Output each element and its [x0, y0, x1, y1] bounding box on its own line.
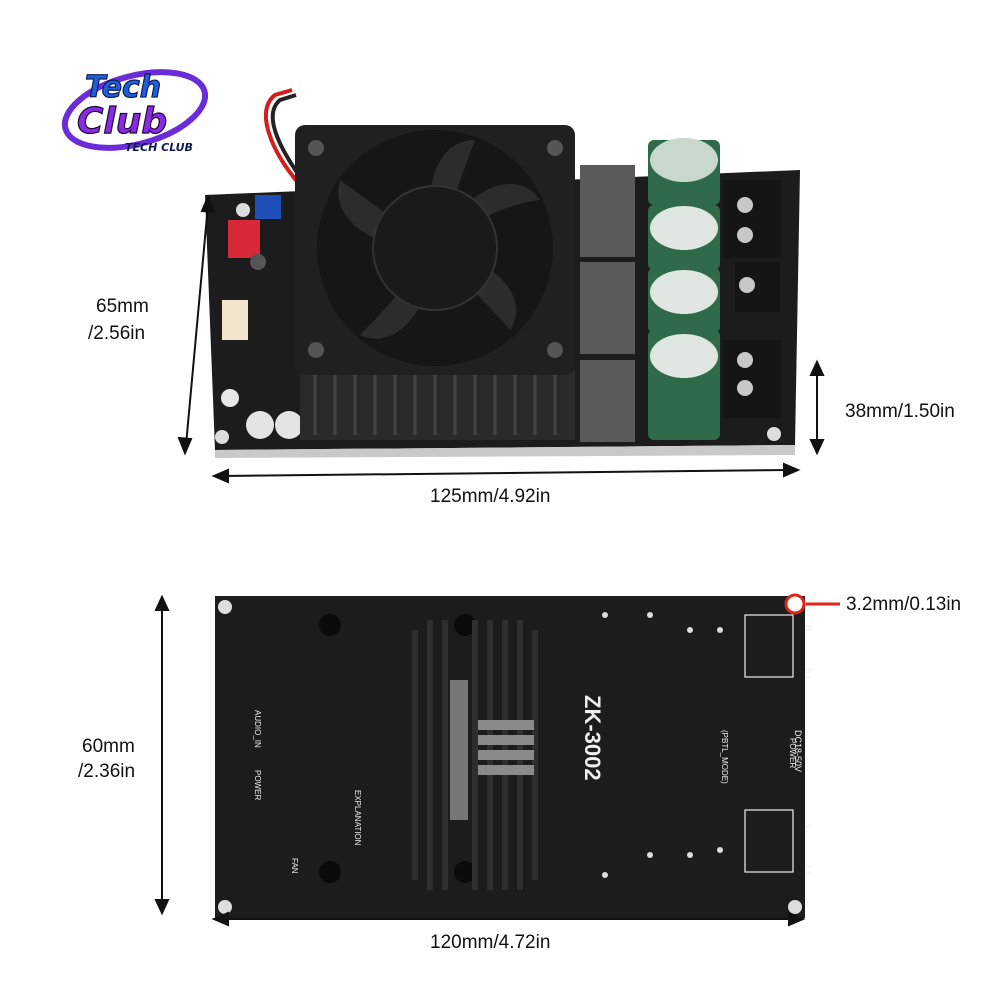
small-capacitor	[275, 411, 303, 439]
pcb-edge	[215, 445, 795, 458]
hole-marker	[784, 593, 806, 615]
logo-sub: TECH CLUB	[125, 141, 193, 154]
bottom-height-mm: 60mm	[82, 736, 135, 757]
hole-diameter: 3.2mm/0.13in	[846, 594, 962, 615]
pbtl-mode-label: (PBTL_MODE)	[720, 730, 729, 784]
top-width: 125mm/4.92in	[430, 486, 551, 507]
top-height-mm: 65mm	[96, 296, 149, 317]
explanation-label: EXPLANATION	[353, 790, 362, 846]
fan-hub	[372, 185, 498, 311]
heatsink	[300, 370, 575, 440]
bottom-width: 120mm/4.72in	[430, 932, 551, 953]
thermal-pad	[450, 680, 468, 820]
bottom-board-photo: ZK-3002 AUDIO_IN POWER EXPLANATION (PBTL…	[154, 593, 840, 927]
bottom-height-in: /2.36in	[78, 761, 136, 782]
top-dimension-arrows	[177, 194, 825, 484]
power-label: POWER	[253, 770, 262, 800]
model-label: ZK-3002	[580, 695, 605, 781]
logo-line2: Club	[77, 101, 167, 142]
inductors	[580, 165, 635, 442]
capacitors	[648, 138, 720, 440]
input-connector	[222, 300, 248, 340]
trim-pot	[255, 195, 281, 219]
power-input-label: POWER	[788, 738, 797, 768]
l-plus-label: L+	[803, 865, 813, 875]
bottom-dimension-arrows	[154, 594, 806, 927]
l-minus-label: L-	[803, 825, 813, 833]
r-plus-label: R+	[803, 668, 813, 680]
small-capacitor	[221, 389, 239, 407]
dip-switch	[228, 220, 260, 258]
red-wire	[264, 88, 302, 187]
small-capacitor	[250, 254, 266, 270]
logo-line1: Tech	[85, 70, 161, 105]
tech-club-logo: Tech Club TECH CLUB	[55, 55, 215, 165]
dc-range-label: DC18-50V	[793, 730, 803, 772]
component-height: 38mm/1.50in	[845, 401, 955, 422]
audio-in-label: AUDIO_IN	[253, 710, 262, 748]
r-minus-label: R-	[803, 625, 813, 635]
screw-terminals	[722, 180, 782, 418]
small-capacitor	[246, 411, 274, 439]
fan-label: FAN	[290, 858, 299, 874]
top-height-in: /2.56in	[88, 323, 146, 344]
top-board-photo	[177, 88, 825, 484]
